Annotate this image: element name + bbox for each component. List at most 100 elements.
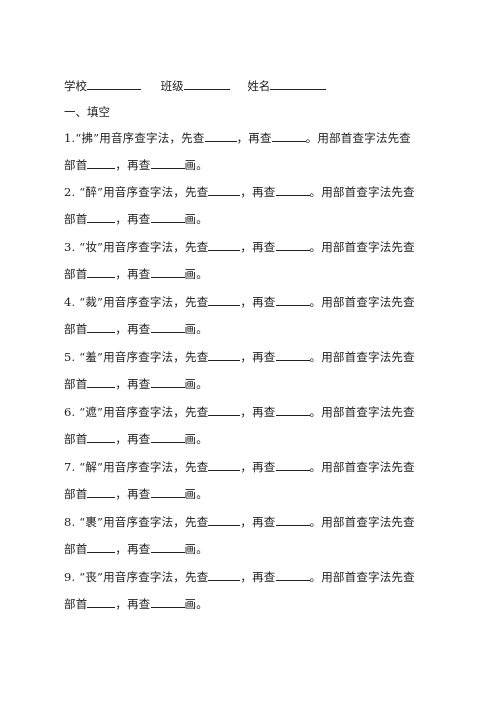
answer-blank-radical[interactable] — [87, 540, 116, 553]
question-text: 画。 — [184, 377, 208, 391]
question-4: 4. “裁”用音序查字法，先查，再查。用部首查字法先查 部首，再查画。 — [64, 293, 444, 336]
answer-blank-strokes[interactable] — [150, 485, 185, 498]
answer-blank-syllable[interactable] — [275, 458, 310, 471]
answer-blank-initial[interactable] — [208, 513, 241, 526]
answer-blank-initial[interactable] — [208, 568, 241, 581]
answer-blank-syllable[interactable] — [275, 238, 310, 251]
question-text: ”用音序查字法，先查 — [93, 131, 205, 145]
answer-blank-syllable[interactable] — [271, 129, 306, 142]
answer-blank-radical[interactable] — [87, 430, 116, 443]
answer-blank-strokes[interactable] — [150, 430, 185, 443]
answer-blank-initial[interactable] — [208, 293, 241, 306]
question-text: 部首 — [64, 597, 88, 611]
answer-blank-radical[interactable] — [87, 375, 116, 388]
question-text: 画。 — [184, 212, 208, 226]
answer-blank-syllable[interactable] — [275, 293, 310, 306]
open-quote: “ — [75, 240, 86, 254]
question-text: 。用部首查字法先查 — [309, 405, 415, 419]
question-text: 。用部首查字法先查 — [309, 295, 415, 309]
question-number: 6. — [64, 405, 76, 419]
question-text: 部首 — [64, 158, 88, 172]
question-number: 8. — [64, 515, 76, 529]
answer-blank-strokes[interactable] — [150, 156, 185, 169]
question-text: ”用音序查字法，先查 — [97, 350, 209, 364]
question-text: ”用音序查字法，先查 — [97, 460, 209, 474]
question-text: ，再查 — [115, 432, 151, 446]
answer-blank-radical[interactable] — [87, 485, 116, 498]
answer-blank-strokes[interactable] — [150, 595, 185, 608]
question-text: ，再查 — [240, 515, 276, 529]
answer-blank-radical[interactable] — [87, 210, 116, 223]
question-text: ，再查 — [115, 542, 151, 556]
question-number: 1. — [64, 131, 76, 145]
target-character: 遮 — [85, 405, 98, 419]
answer-blank-initial[interactable] — [208, 403, 241, 416]
answer-blank-initial[interactable] — [208, 183, 241, 196]
question-line-1: 6. “遮”用音序查字法，先查，再查。用部首查字法先查 — [64, 403, 444, 419]
question-line-1: 4. “裁”用音序查字法，先查，再查。用部首查字法先查 — [64, 293, 444, 309]
answer-blank-syllable[interactable] — [275, 513, 310, 526]
question-line-1: 5. “羞”用音序查字法，先查，再查。用部首查字法先查 — [64, 348, 444, 364]
question-text: 画。 — [184, 597, 208, 611]
question-text: 部首 — [64, 487, 88, 501]
question-text: 画。 — [184, 158, 208, 172]
answer-blank-syllable[interactable] — [275, 183, 310, 196]
question-line-2: 部首，再查画。 — [64, 375, 444, 391]
question-line-2: 部首，再查画。 — [64, 540, 444, 556]
question-text: ，再查 — [240, 185, 276, 199]
question-text: ，再查 — [115, 212, 151, 226]
answer-blank-initial[interactable] — [204, 129, 237, 142]
name-blank[interactable] — [270, 77, 327, 90]
answer-blank-strokes[interactable] — [150, 320, 185, 333]
question-text: 画。 — [184, 322, 208, 336]
question-text: ，再查 — [240, 350, 276, 364]
question-8: 8. “裹”用音序查字法，先查，再查。用部首查字法先查 部首，再查画。 — [64, 513, 444, 556]
answer-blank-syllable[interactable] — [275, 348, 310, 361]
question-text: ”用音序查字法，先查 — [97, 405, 209, 419]
question-number: 9. — [64, 570, 76, 584]
school-blank[interactable] — [87, 77, 141, 90]
name-label: 姓名 — [247, 79, 271, 93]
open-quote: “ — [75, 350, 86, 364]
answer-blank-radical[interactable] — [87, 595, 116, 608]
answer-blank-strokes[interactable] — [150, 265, 185, 278]
answer-blank-initial[interactable] — [208, 348, 241, 361]
question-number: 4. — [64, 295, 76, 309]
question-text: ，再查 — [115, 158, 151, 172]
answer-blank-syllable[interactable] — [275, 403, 310, 416]
target-character: 裁 — [85, 295, 98, 309]
question-text: 部首 — [64, 542, 88, 556]
question-text: ，再查 — [115, 377, 151, 391]
answer-blank-syllable[interactable] — [275, 568, 310, 581]
answer-blank-radical[interactable] — [87, 320, 116, 333]
answer-blank-strokes[interactable] — [150, 375, 185, 388]
question-text: 。用部首查字法先查 — [309, 185, 415, 199]
question-text: ，再查 — [240, 295, 276, 309]
question-text: 部首 — [64, 212, 88, 226]
answer-blank-initial[interactable] — [208, 238, 241, 251]
answer-blank-radical[interactable] — [87, 156, 116, 169]
open-quote: “ — [75, 515, 86, 529]
question-text: ，再查 — [236, 131, 272, 145]
question-text: 。用部首查字法先查 — [309, 515, 415, 529]
question-line-1: 1.“拂”用音序查字法，先查，再查。用部首查字法先查 — [64, 129, 444, 145]
open-quote: “ — [75, 570, 86, 584]
question-1: 1.“拂”用音序查字法，先查，再查。用部首查字法先查 部首，再查画。 — [64, 129, 444, 172]
question-text: 。用部首查字法先查 — [309, 460, 415, 474]
question-text: 。用部首查字法先查 — [305, 131, 411, 145]
target-character: 拂 — [81, 131, 94, 145]
class-blank[interactable] — [183, 77, 230, 90]
school-label: 学校 — [64, 79, 87, 93]
question-text: 画。 — [184, 487, 208, 501]
answer-blank-initial[interactable] — [208, 458, 241, 471]
school-field: 学校 — [64, 77, 141, 94]
answer-blank-strokes[interactable] — [150, 540, 185, 553]
open-quote: “ — [75, 295, 86, 309]
answer-blank-radical[interactable] — [87, 265, 116, 278]
question-text: ”用音序查字法，先查 — [97, 515, 209, 529]
question-line-2: 部首，再查画。 — [64, 265, 444, 281]
answer-blank-strokes[interactable] — [150, 210, 185, 223]
question-number: 3. — [64, 240, 76, 254]
class-label: 班级 — [160, 79, 184, 93]
